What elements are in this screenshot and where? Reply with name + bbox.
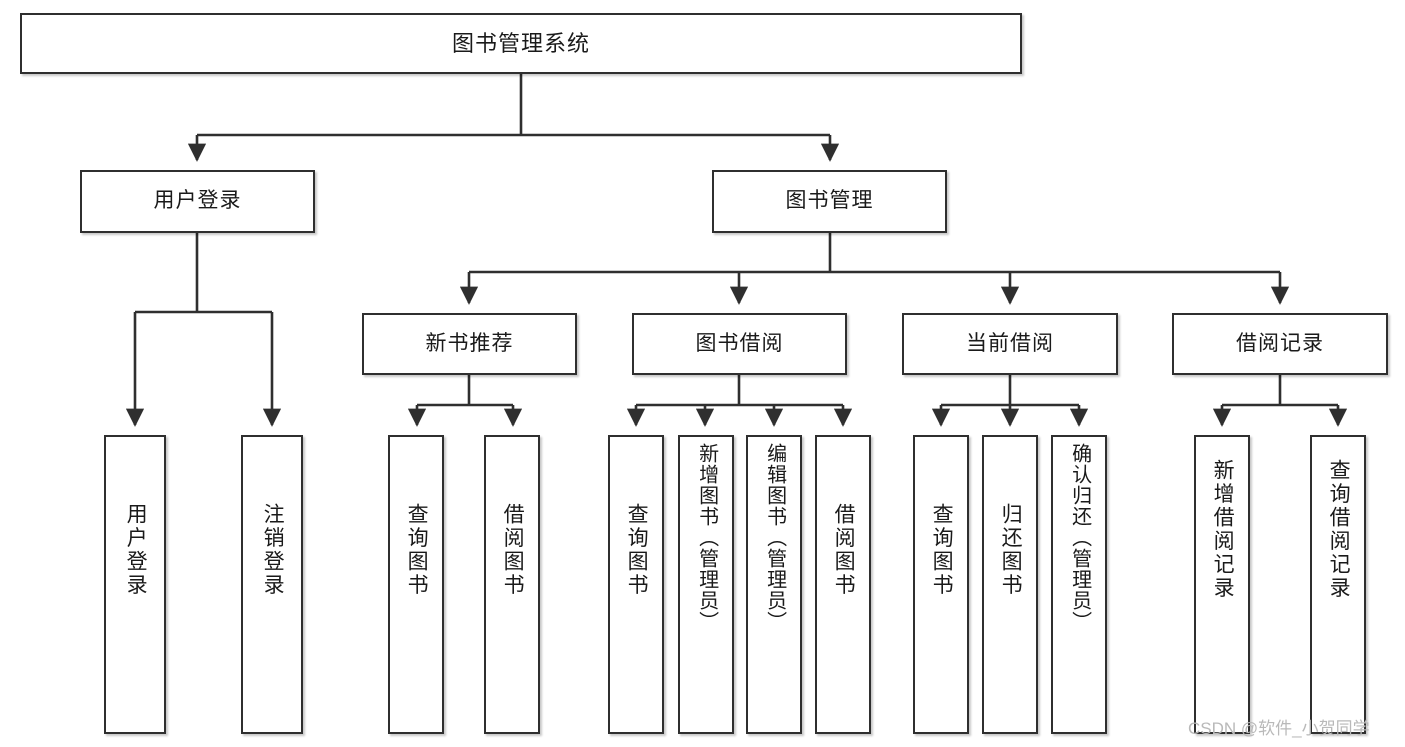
node-leaf-borrow-book-1-label: 借阅图书 [501, 503, 525, 597]
node-book-borrow[interactable]: 图书借阅 [632, 313, 847, 375]
node-new-book-rec-label: 新书推荐 [425, 331, 514, 355]
node-current-borrow[interactable]: 当前借阅 [902, 313, 1118, 375]
node-leaf-add-record-label: 新增借阅记录 [1211, 459, 1235, 600]
node-leaf-borrow-book-1[interactable]: 借阅图书 [484, 435, 540, 734]
node-current-borrow-label: 当前借阅 [966, 331, 1054, 355]
node-leaf-confirm-return[interactable]: 确认归还（管理员） [1051, 435, 1107, 734]
node-new-book-rec[interactable]: 新书推荐 [362, 313, 577, 375]
node-leaf-logout[interactable]: 注销登录 [241, 435, 303, 734]
node-leaf-add-book-label: 新增图书（管理员） [695, 443, 718, 632]
node-root[interactable]: 图书管理系统 [20, 13, 1022, 74]
node-user-login-label: 用户登录 [153, 189, 242, 213]
node-book-manage-label: 图书管理 [785, 189, 874, 213]
node-borrow-record[interactable]: 借阅记录 [1172, 313, 1388, 375]
node-leaf-query-book-3[interactable]: 查询图书 [913, 435, 969, 734]
node-leaf-return-book[interactable]: 归还图书 [982, 435, 1038, 734]
node-leaf-add-book[interactable]: 新增图书（管理员） [678, 435, 734, 734]
node-leaf-query-record-label: 查询借阅记录 [1327, 459, 1351, 600]
node-leaf-query-record[interactable]: 查询借阅记录 [1310, 435, 1366, 734]
node-root-label: 图书管理系统 [451, 30, 590, 56]
node-borrow-record-label: 借阅记录 [1236, 331, 1324, 355]
node-user-login[interactable]: 用户登录 [80, 170, 315, 233]
csdn-watermark: CSDN @软件_小贺同学 [1188, 719, 1370, 738]
node-leaf-confirm-return-label: 确认归还（管理员） [1068, 443, 1091, 632]
node-leaf-edit-book-label: 编辑图书（管理员） [763, 443, 786, 632]
node-leaf-user-login[interactable]: 用户登录 [104, 435, 166, 734]
node-leaf-query-book-1-label: 查询图书 [405, 503, 429, 597]
node-leaf-edit-book[interactable]: 编辑图书（管理员） [746, 435, 802, 734]
node-leaf-borrow-book-2[interactable]: 借阅图书 [815, 435, 871, 734]
node-leaf-query-book-3-label: 查询图书 [930, 503, 954, 597]
node-book-manage[interactable]: 图书管理 [712, 170, 947, 233]
node-leaf-borrow-book-2-label: 借阅图书 [832, 503, 856, 597]
node-leaf-return-book-label: 归还图书 [999, 503, 1023, 597]
node-leaf-query-book-1[interactable]: 查询图书 [388, 435, 444, 734]
node-leaf-query-book-2-label: 查询图书 [625, 503, 649, 597]
node-leaf-logout-label: 注销登录 [261, 503, 285, 597]
node-leaf-user-login-label: 用户登录 [124, 503, 148, 597]
node-leaf-add-record[interactable]: 新增借阅记录 [1194, 435, 1250, 734]
node-book-borrow-label: 图书借阅 [695, 331, 784, 355]
node-leaf-query-book-2[interactable]: 查询图书 [608, 435, 664, 734]
